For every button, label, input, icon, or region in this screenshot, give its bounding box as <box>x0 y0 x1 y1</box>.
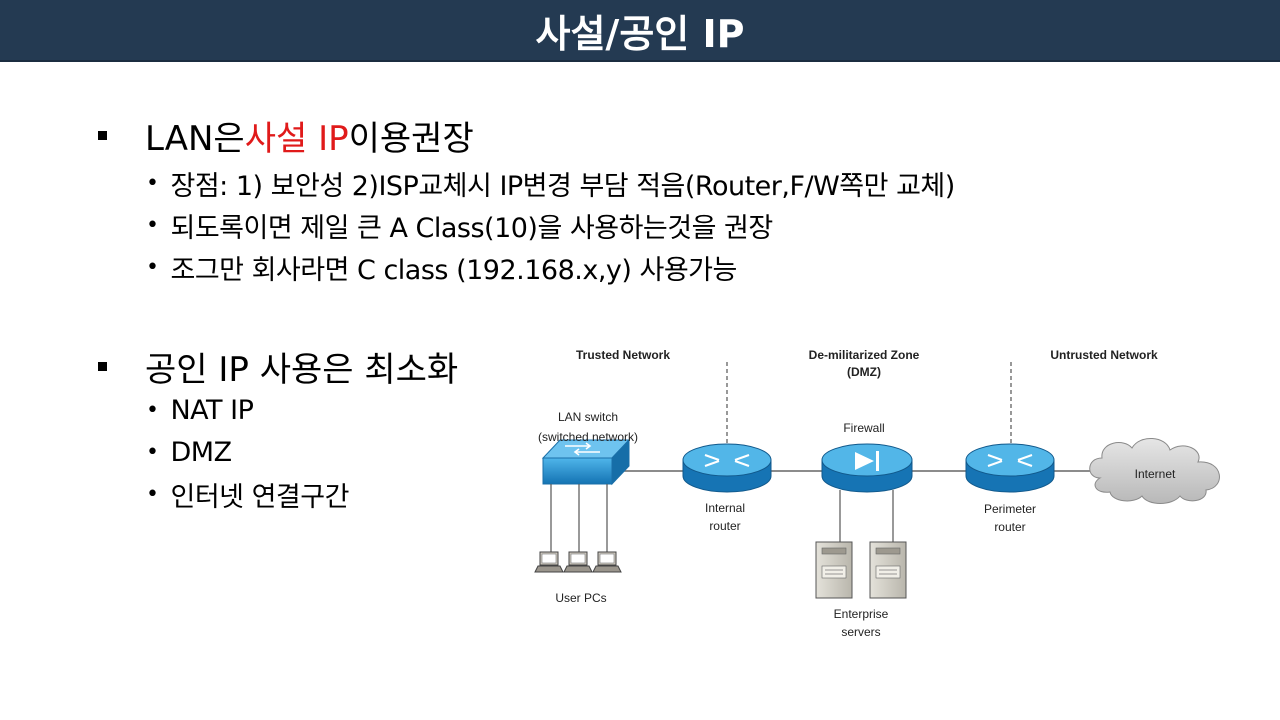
bullet-section-public-ip: 공인 IP 사용은 최소화 • NAT IP • DMZ • 인터넷 연결구간 <box>98 343 458 515</box>
servers-label: Enterprise <box>834 607 889 621</box>
laptop-icon <box>563 551 593 573</box>
laptop-icon <box>592 551 622 573</box>
zone-label-trusted: Trusted Network <box>576 348 670 362</box>
dot-bullet-icon: • <box>146 254 159 280</box>
servers-sublabel: servers <box>841 625 880 639</box>
square-bullet-icon <box>98 130 107 140</box>
lan-switch-icon <box>541 438 631 486</box>
sub-bullet-text: 장점: 1) 보안성 2)ISP교체시 IP변경 부담 적음(Router,F/… <box>170 170 955 202</box>
sub-bullet-text: DMZ <box>170 436 232 468</box>
internal-router-sublabel: router <box>709 519 740 533</box>
bullet-section-private-ip: LAN은 사설 IP 이용권장 • 장점: 1) 보안성 2)ISP교체시 IP… <box>98 112 955 288</box>
perimeter-router-icon <box>965 443 1055 493</box>
sub-bullet: • 장점: 1) 보안성 2)ISP교체시 IP변경 부담 적음(Router,… <box>146 162 955 204</box>
square-bullet-icon <box>98 361 107 371</box>
user-pcs-label: User PCs <box>555 591 606 605</box>
bullet-private-ip: LAN은 사설 IP 이용권장 <box>98 112 955 159</box>
internet-cloud-icon <box>1089 438 1220 504</box>
dot-bullet-icon: • <box>146 212 159 238</box>
sub-bullet: • 조그만 회사라면 C class (192.168.x,y) 사용가능 <box>146 246 955 288</box>
sub-bullet: • DMZ <box>146 431 458 473</box>
zone-label-dmz: De-militarized Zone <box>809 348 920 362</box>
sub-bullet: • NAT IP <box>146 389 458 431</box>
internet-label: Internet <box>1135 467 1176 481</box>
lan-switch-sublabel: (switched network) <box>538 430 638 444</box>
server-icon <box>869 541 907 599</box>
bullet-text-highlight: 사설 IP <box>244 118 349 159</box>
bullet-text-pre: LAN은 <box>145 118 245 159</box>
laptop-icon <box>534 551 564 573</box>
title-bar: 사설/공인 IP <box>0 0 1280 62</box>
lan-switch-label: LAN switch <box>558 410 618 424</box>
sub-bullet-text: 되도록이면 제일 큰 A Class(10)을 사용하는것을 권장 <box>170 212 773 244</box>
firewall-label: Firewall <box>843 421 884 435</box>
sub-bullet-text: 인터넷 연결구간 <box>170 481 349 513</box>
sub-bullet-text: NAT IP <box>170 394 254 426</box>
server-icon <box>815 541 853 599</box>
dot-bullet-icon: • <box>146 481 159 507</box>
sub-bullet: • 인터넷 연결구간 <box>146 473 458 515</box>
internal-router-label: Internal <box>705 501 745 515</box>
dot-bullet-icon: • <box>146 439 159 465</box>
sub-bullet: • 되도록이면 제일 큰 A Class(10)을 사용하는것을 권장 <box>146 204 955 246</box>
firewall-icon <box>821 443 913 493</box>
dot-bullet-icon: • <box>146 397 159 423</box>
zone-label-dmz-abbr: (DMZ) <box>847 365 881 379</box>
sub-bullet-text: 조그만 회사라면 C class (192.168.x,y) 사용가능 <box>170 254 737 286</box>
bullet-text: 공인 IP 사용은 최소화 <box>145 349 459 390</box>
dot-bullet-icon: • <box>146 170 159 196</box>
zone-label-untrusted: Untrusted Network <box>1050 348 1158 362</box>
perimeter-router-label: Perimeter <box>984 502 1036 516</box>
slide-title: 사설/공인 IP <box>535 11 745 56</box>
bullet-public-ip: 공인 IP 사용은 최소화 <box>98 343 459 390</box>
internal-router-icon <box>682 443 772 493</box>
bullet-text-post: 이용권장 <box>348 118 474 159</box>
perimeter-router-sublabel: router <box>994 520 1025 534</box>
